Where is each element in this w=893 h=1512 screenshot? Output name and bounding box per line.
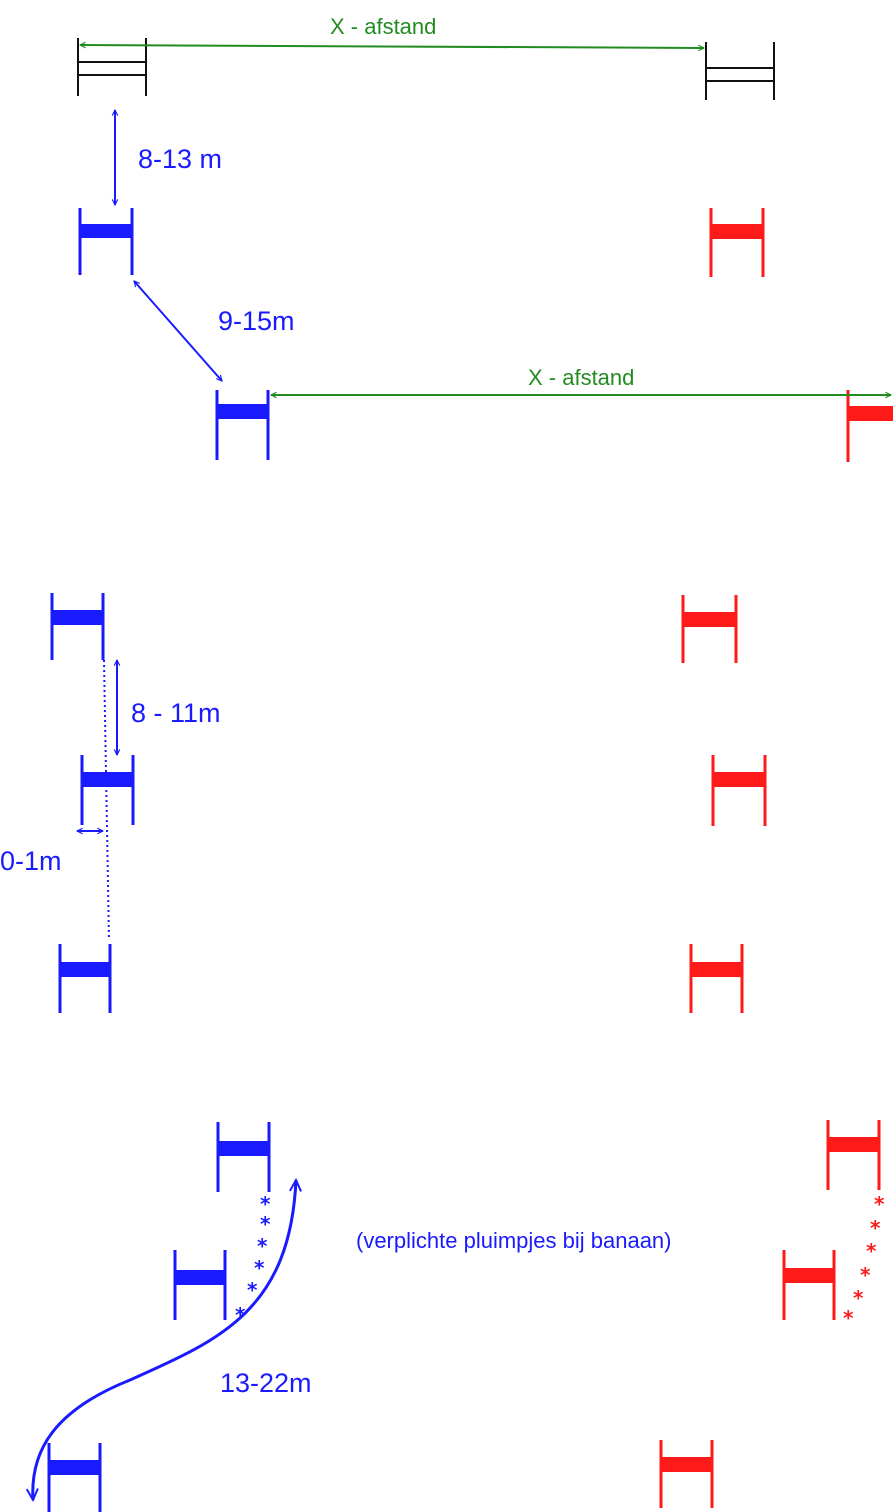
svg-text:*: * xyxy=(870,1216,881,1240)
banana-curve-arrow xyxy=(33,1180,296,1500)
svg-text:*: * xyxy=(843,1306,854,1330)
svg-text:*: * xyxy=(860,1263,871,1287)
blue-gate xyxy=(215,390,270,460)
red-gate xyxy=(711,755,767,826)
red-gate-partial xyxy=(846,390,893,462)
red-gate xyxy=(709,208,765,277)
svg-text:*: * xyxy=(247,1278,258,1302)
red-gate xyxy=(689,944,744,1013)
blue-gate xyxy=(80,755,135,825)
distance-label-0-1: 0-1m xyxy=(0,846,62,876)
x-distance-label-mid: X - afstand xyxy=(528,365,634,390)
blue-gate xyxy=(58,944,112,1013)
distance-label-8-13: 8-13 m xyxy=(138,144,222,174)
pluimpjes-note: (verplichte pluimpjes bij banaan) xyxy=(356,1228,672,1253)
svg-text:*: * xyxy=(257,1234,268,1258)
red-gate xyxy=(681,595,738,663)
red-marker-stars: * * * * * * xyxy=(843,1192,885,1330)
blue-gate xyxy=(216,1122,271,1192)
distance-label-13-22: 13-22m xyxy=(220,1368,312,1398)
blue-gate xyxy=(173,1250,227,1320)
black-gate-right xyxy=(705,42,775,100)
blue-gate xyxy=(47,1443,102,1512)
svg-text:*: * xyxy=(853,1286,864,1310)
distance-label-8-11: 8 - 11m xyxy=(131,698,221,728)
svg-text:*: * xyxy=(254,1256,265,1280)
red-gate xyxy=(782,1250,836,1320)
distance-label-9-15: 9-15m xyxy=(218,306,295,336)
x-distance-label-top: X - afstand xyxy=(330,14,436,39)
x-distance-arrow-top xyxy=(80,45,704,48)
blue-gate xyxy=(78,208,134,275)
svg-text:*: * xyxy=(866,1239,877,1263)
red-gate xyxy=(659,1440,714,1508)
black-gate-left xyxy=(77,38,147,96)
blue-gate xyxy=(50,593,105,660)
svg-text:*: * xyxy=(874,1192,885,1216)
red-gate xyxy=(826,1120,881,1190)
dotted-reference-line xyxy=(103,659,110,941)
svg-text:*: * xyxy=(260,1212,271,1236)
distance-arrow-9-15 xyxy=(134,281,222,381)
